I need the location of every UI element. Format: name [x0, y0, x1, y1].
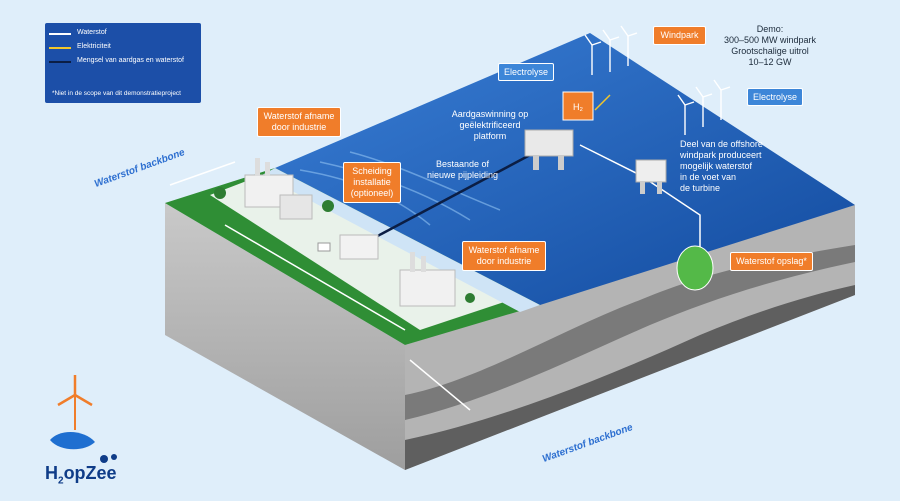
legend-label: Waterstof: [77, 29, 107, 36]
opslag-label: Waterstof opslag*: [730, 252, 813, 271]
platform-label: Aardgaswinning op geëlektrificeerd platf…: [451, 109, 529, 141]
legend-swatch: [49, 61, 71, 63]
legend-label: Mengsel van aardgas en waterstof: [77, 57, 185, 64]
hydrogen-line: [224, 224, 406, 331]
logo: H2opZee: [45, 463, 117, 487]
offshore-substation: [635, 159, 667, 194]
legend-swatch: [49, 47, 71, 49]
windpark-label: Windpark: [653, 26, 706, 45]
scheiding-label: Scheiding installatie (optioneel): [343, 162, 401, 203]
industry-building-2: [399, 252, 456, 307]
electrolyse-label-1: Electrolyse: [498, 63, 554, 81]
electrolyse-label-2: Electrolyse: [747, 88, 803, 106]
legend-note: *Niet in de scope van dit demonstratiepr…: [52, 90, 181, 97]
legend-label: Elektriciteit: [77, 43, 111, 50]
logo-prefix: H: [45, 463, 58, 483]
wind-turbines: [584, 25, 731, 135]
svg-text:H₂: H₂: [573, 102, 583, 112]
hydrogen-storage: [676, 245, 714, 291]
rock-strata: [405, 245, 855, 420]
hydrogen-line-offshore: [579, 144, 701, 255]
pipeline-label: Bestaande of nieuwe pijpleiding: [426, 159, 499, 180]
industry-building-1: [244, 158, 313, 220]
logo-sub: 2: [58, 475, 64, 487]
legend-swatch: [49, 33, 71, 35]
legend-item-elektriciteit: Elektriciteit: [49, 43, 111, 50]
legend: Waterstof Elektriciteit Mengsel van aard…: [45, 23, 201, 103]
gas-platform: H₂: [524, 91, 594, 170]
backbone-arrow-1: [169, 161, 236, 186]
legend-item-mengsel: Mengsel van aardgas en waterstof: [49, 57, 189, 64]
afname-label-2: Waterstof afname door industrie: [462, 241, 546, 271]
offshore-label: Deel van de offshore windpark produceert…: [680, 139, 763, 193]
logo-suffix: opZee: [63, 463, 117, 483]
tree: [322, 200, 334, 212]
logo-turbine: [50, 375, 117, 463]
tree: [214, 187, 226, 199]
afname-label-1: Waterstof afname door industrie: [257, 107, 341, 137]
tree: [465, 293, 475, 303]
legend-item-waterstof: Waterstof: [49, 29, 107, 36]
demo-label: Demo: 300–500 MW windpark Grootschalige …: [723, 24, 817, 67]
separation-installation: [317, 234, 379, 260]
sea: [275, 33, 855, 305]
rock-strata-lower: [405, 285, 855, 470]
pipeline: [369, 153, 531, 242]
electricity-line: [594, 94, 611, 111]
backbone-arrow-2: [409, 359, 471, 411]
block-left-face: [165, 203, 405, 470]
